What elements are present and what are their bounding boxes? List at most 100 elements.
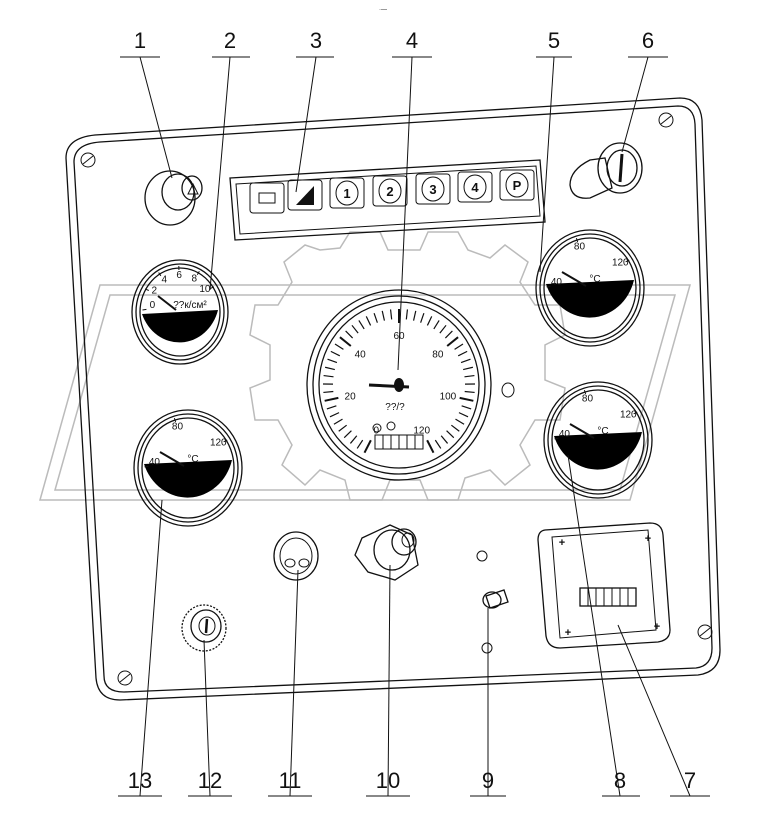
- plus-icon: +: [645, 533, 651, 545]
- top-mark: ·—: [379, 7, 387, 13]
- speedometer-tick: [381, 310, 386, 321]
- speedometer-tick-label: 100: [440, 391, 457, 402]
- speedometer-tick: [444, 330, 453, 339]
- small-indicator: [501, 382, 515, 398]
- callout: 1: [120, 28, 173, 179]
- speedometer-tick: [365, 316, 372, 326]
- speedometer-lamp: [386, 421, 396, 431]
- callout: 9: [470, 608, 506, 797]
- callout: 6: [621, 28, 668, 153]
- gauge-tick-label: 0: [150, 300, 156, 311]
- warning-light-ring: [463, 174, 487, 200]
- warning-light-icon: [258, 192, 276, 204]
- hour-meter: + + + +: [537, 522, 671, 649]
- speedometer-tick: [358, 320, 365, 330]
- speedometer-tick: [439, 324, 447, 334]
- callout: 3: [295, 28, 334, 193]
- callout-number: 7: [684, 768, 696, 793]
- speedometer-tick: [363, 439, 372, 454]
- speedometer-tick: [349, 435, 358, 444]
- speedometer-hub: [394, 378, 404, 392]
- plus-icon: +: [565, 627, 571, 639]
- speedometer-tick-label: 80: [432, 350, 444, 361]
- speedometer-tick: [329, 412, 340, 418]
- indicator-lamp: [144, 170, 203, 226]
- plus-icon: +: [654, 621, 660, 633]
- gauge-needle: [561, 271, 587, 287]
- speedometer-tick: [323, 390, 334, 394]
- gauge-tick-label: 6: [176, 270, 182, 281]
- gauge-band: [546, 280, 634, 318]
- gauge-band: [144, 460, 232, 498]
- speedometer-tick: [324, 396, 339, 402]
- callout-number: 8: [614, 768, 626, 793]
- speedometer-tick: [440, 435, 449, 444]
- warning-light-label: 3: [429, 182, 436, 197]
- warning-light-cell: [329, 177, 365, 209]
- gauge-tick-label: 40: [149, 457, 161, 468]
- rotary-switch: [354, 524, 419, 581]
- speedometer-lamp: [372, 423, 382, 433]
- socket: [273, 531, 319, 581]
- triangle-icon: [187, 182, 199, 195]
- gauge-band: [142, 310, 218, 343]
- speedometer-tick: [351, 324, 359, 334]
- gauge-tick-label: 8: [191, 274, 197, 285]
- gauge-needle: [159, 451, 185, 467]
- speedometer-tick: [464, 374, 475, 378]
- warning-light-ring: [421, 176, 445, 202]
- speedometer-tick: [459, 396, 474, 402]
- speedometer-unit: ??/?: [385, 402, 405, 413]
- speedometer-tick: [461, 405, 472, 410]
- callout-number: 4: [406, 28, 418, 53]
- speedometer-tick: [405, 309, 409, 320]
- warning-light-cell: [499, 169, 535, 201]
- speedometer-tick: [345, 330, 354, 339]
- callout: 2: [209, 28, 250, 291]
- gauge-tick-label: 2: [152, 286, 158, 297]
- warning-light-cell: [372, 175, 408, 207]
- speedometer-tick: [464, 390, 475, 394]
- speedometer-tick: [323, 374, 334, 378]
- speedometer-tick: [454, 343, 464, 350]
- warning-light-cell: [415, 173, 451, 205]
- gauge-unit: °C: [187, 454, 198, 465]
- callout-number: 6: [642, 28, 654, 53]
- speedometer-tick: [338, 424, 348, 432]
- warning-light-ring: [505, 172, 529, 198]
- callout-number: 13: [128, 768, 152, 793]
- speedometer-tick: [324, 366, 335, 371]
- speedometer-tick: [333, 418, 343, 425]
- gauge-tick-label: 80: [172, 422, 184, 433]
- speedometer-tick-label: 120: [413, 426, 430, 437]
- callout-number: 11: [279, 768, 302, 793]
- callout: 8: [567, 454, 640, 797]
- callout-number: 5: [548, 28, 560, 53]
- gear-watermark: [39, 231, 691, 501]
- speedometer-tick: [389, 309, 393, 320]
- gauge-band: [554, 432, 642, 470]
- warning-light-cell: [249, 182, 285, 214]
- warning-light-cell: [287, 179, 323, 211]
- gauge-tick-label: 4: [161, 274, 167, 285]
- callout: 13: [118, 499, 163, 797]
- warning-light-strip: [229, 159, 546, 241]
- speedometer-tick: [426, 316, 433, 326]
- speedometer-tick: [450, 424, 460, 432]
- warning-light-ring: [335, 180, 359, 206]
- speedometer-tick: [356, 439, 364, 449]
- gauge-tick-label: 120: [612, 257, 629, 268]
- callout-number: 2: [224, 28, 236, 53]
- speedometer-tick-label: 0: [374, 426, 380, 437]
- speedometer-tick: [326, 405, 337, 410]
- callout-number: 3: [310, 28, 322, 53]
- speedometer-tick: [458, 412, 469, 418]
- gauge-unit: ??к/см²: [173, 300, 207, 311]
